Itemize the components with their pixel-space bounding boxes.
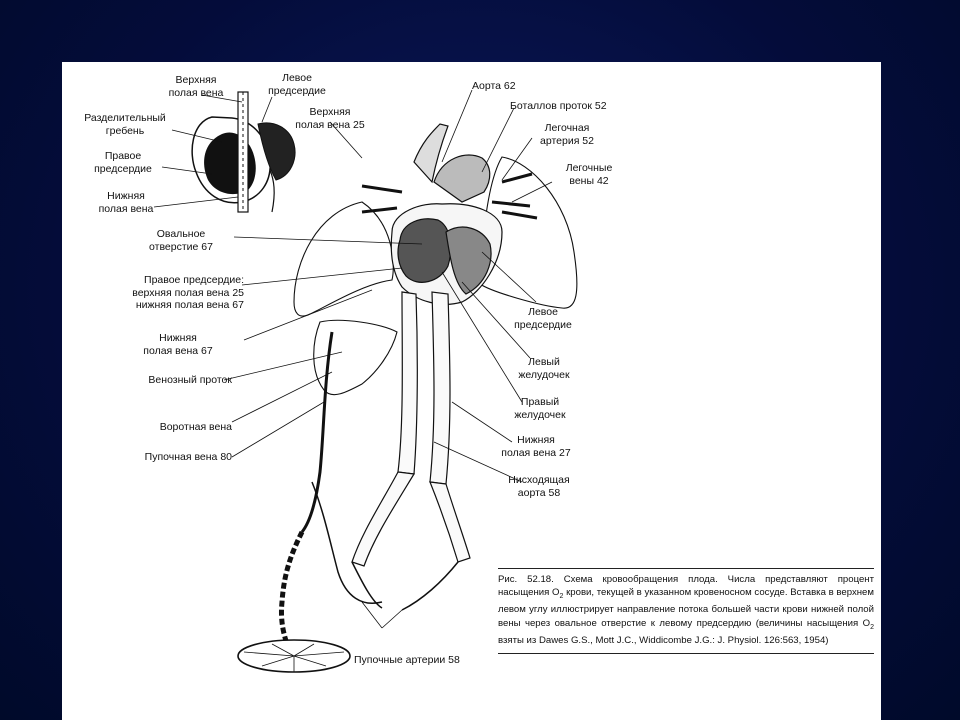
caption-suffix: взяты из Dawes G.S., Mott J.C., Widdicom… xyxy=(498,634,829,646)
label-left-atrium-inset: Левое предсердие xyxy=(268,72,326,97)
trunk-vessels xyxy=(351,291,471,567)
label-svc-top: Верхняя полая вена xyxy=(168,74,224,99)
label-pulmonary-artery: Легочная артерия 52 xyxy=(540,122,594,147)
caption-prefix: Рис. 52.18. Схема кровообращения плода. … xyxy=(498,574,874,599)
figure-sheet: Верхняя полая вена Левое предсердие Разд… xyxy=(62,62,881,720)
label-umbilical-vein: Пупочная вена 80 xyxy=(144,451,232,463)
umbilical-cord xyxy=(279,331,459,653)
fetal-circulation-diagram xyxy=(153,89,578,673)
label-foramen-ovale: Овальное отверстие 67 xyxy=(149,228,213,253)
caption-sub: 2 xyxy=(559,593,564,601)
leader-lines xyxy=(153,89,553,629)
caption-middle: крови, текущей в указанном кровеносном с… xyxy=(498,587,874,629)
label-ivc-27: Нижняя полая вена 27 xyxy=(501,434,571,459)
label-umbilical-arteries: Пупочные артерии 58 xyxy=(354,654,460,666)
label-right-atrium-mix: Правое предсердие: верхняя полая вена 25… xyxy=(132,274,244,311)
right-lung-outline xyxy=(293,201,394,317)
label-left-atrium: Левое предсердие xyxy=(514,306,572,331)
label-pulmonary-veins: Легочные вены 42 xyxy=(565,162,613,187)
label-svc-25: Верхняя полая вена 25 xyxy=(295,106,365,131)
main-heart xyxy=(361,123,538,305)
label-portal-vein: Воротная вена xyxy=(159,421,232,433)
label-ivc-inset: Нижняя полая вена xyxy=(98,190,154,215)
label-descending-aorta: Нисходящая аорта 58 xyxy=(508,474,570,499)
label-ductus-venosus: Венозный проток xyxy=(148,374,232,386)
inset-heart xyxy=(191,91,296,213)
label-right-atrium-inset: Правое предсердие xyxy=(94,150,152,175)
label-left-ventricle: Левый желудочек xyxy=(518,356,570,381)
label-ivc-67: Нижняя полая вена 67 xyxy=(143,332,213,357)
liver-outline xyxy=(313,319,398,396)
placenta-vessels xyxy=(243,643,345,672)
label-aorta: Аорта 62 xyxy=(472,80,516,92)
label-ductus-arteriosus: Боталлов проток 52 xyxy=(510,100,607,112)
figure-caption: Рис. 52.18. Схема кровообращения плода. … xyxy=(498,568,874,654)
label-right-ventricle: Правый желудочек xyxy=(514,396,566,421)
label-septum: Разделительный гребень xyxy=(84,112,166,137)
caption-sub-2: 2 xyxy=(870,623,874,631)
